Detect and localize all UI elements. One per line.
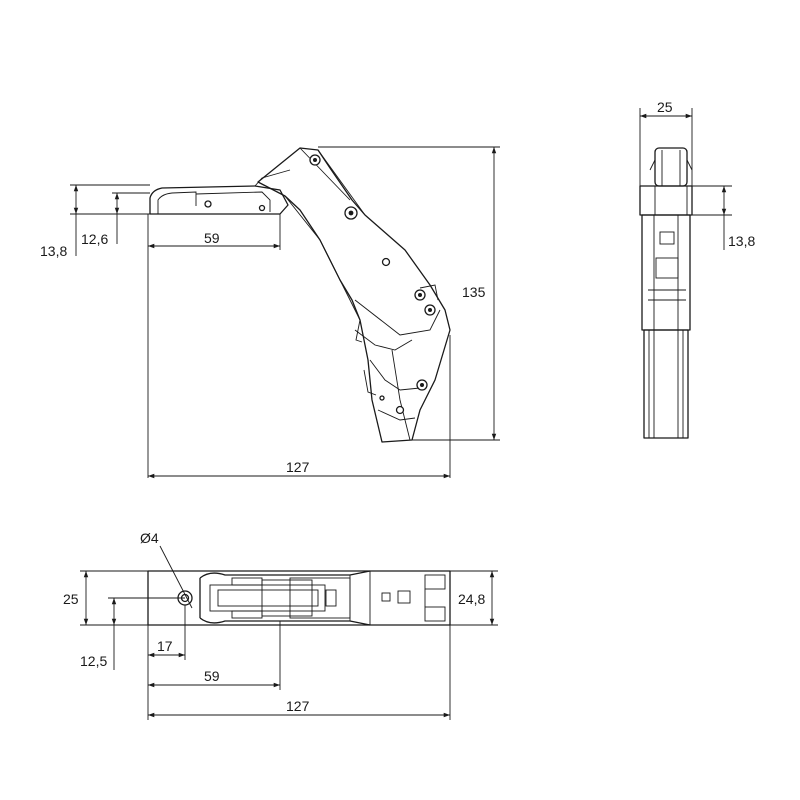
top-view-width-outer-label: 25 [63, 591, 79, 607]
side-view: 13,8 12,6 59 135 127 [40, 146, 500, 479]
side-view-total-height-label: 135 [462, 284, 486, 300]
end-view-dimension-lines [639, 108, 732, 250]
top-view-dimension-lines [80, 545, 498, 720]
top-view-total-length-label: 127 [286, 698, 310, 714]
top-view-body [147, 570, 451, 626]
top-view-hole-diameter-label: Ø4 [140, 530, 159, 546]
end-view: 25 13,8 [639, 99, 755, 439]
side-view-extension-lines [70, 146, 500, 478]
side-view-pivot-pins [309, 154, 436, 415]
top-view: Ø4 25 24,8 12,5 17 59 127 [63, 530, 498, 720]
side-view-height-inner-label: 12,6 [81, 231, 108, 247]
top-view-hole-offset-x-label: 17 [157, 638, 173, 654]
side-view-cup-offset-label: 59 [204, 230, 220, 246]
end-view-height-label: 13,8 [728, 233, 755, 249]
top-view-cup-offset-label: 59 [204, 668, 220, 684]
side-view-dimension-lines [73, 147, 497, 479]
side-view-hinge-arm [257, 147, 451, 443]
top-view-width-right-label: 24,8 [458, 591, 485, 607]
end-view-body [639, 147, 693, 439]
end-view-width-label: 25 [657, 99, 673, 115]
side-view-height-outer-label: 13,8 [40, 243, 67, 259]
side-view-mounting-plate [149, 169, 291, 215]
top-view-hole-offset-y-label: 12,5 [80, 653, 107, 669]
side-view-total-length-label: 127 [286, 459, 310, 475]
